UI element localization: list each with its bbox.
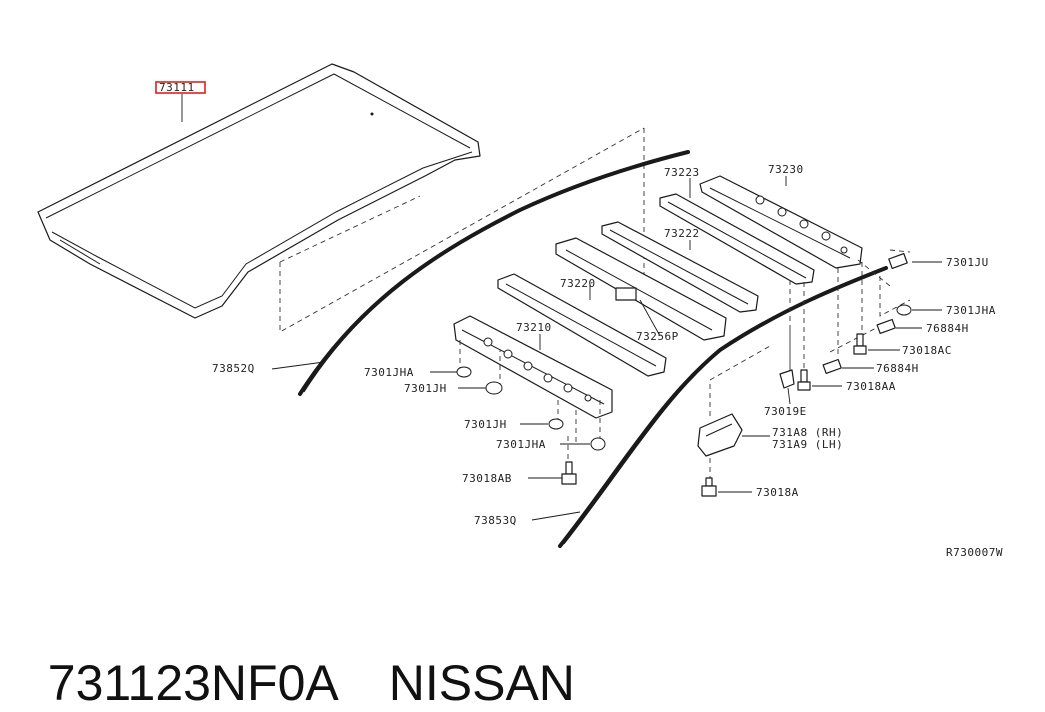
bow-73222: [601, 221, 759, 313]
label-731a8: 731A8 (RH): [772, 426, 843, 439]
rail-73230: [699, 175, 863, 269]
label-73018aa: 73018AA: [846, 380, 896, 393]
grommet-7301jha-r: [896, 304, 912, 316]
label-76884h-b: 76884H: [876, 362, 919, 375]
header-73210: [453, 315, 613, 419]
label-7301jha-r: 7301JHA: [946, 304, 996, 317]
label-73256p: 73256P: [636, 330, 679, 343]
bolt-73018ac: [853, 333, 867, 355]
pad-76884h-a: [876, 318, 896, 335]
guide-dashes: [459, 249, 911, 480]
roof-panel: [37, 63, 481, 319]
label-73018ab: 73018AB: [462, 472, 512, 485]
grommet-7301jh-l1: [485, 381, 503, 395]
label-73018ac: 73018AC: [902, 344, 952, 357]
label-73230: 73230: [768, 163, 804, 176]
label-7301ju: 7301JU: [946, 256, 989, 269]
label-76884h-a: 76884H: [926, 322, 969, 335]
bow-73256p: [555, 237, 727, 341]
clip-73019e: [779, 369, 795, 389]
brand-name: NISSAN: [388, 655, 575, 711]
label-7301jh-l2: 7301JH: [464, 418, 507, 431]
label-731a9: 731A9 (LH): [772, 438, 843, 451]
pad-76884h-b: [822, 358, 842, 375]
label-73852q: 73852Q: [212, 362, 255, 375]
label-73222: 73222: [664, 227, 700, 240]
bolt-73018a: [701, 477, 717, 497]
part-caption: 731123NF0A NISSAN: [20, 596, 575, 712]
bracket-731a8: [697, 413, 743, 457]
part-number: 731123NF0A: [47, 655, 339, 711]
label-73210: 73210: [516, 321, 552, 334]
label-73019e: 73019E: [764, 405, 807, 418]
bow-73220: [497, 273, 667, 377]
label-73111: 73111: [159, 81, 195, 94]
parts-diagram: 73111: [37, 63, 1003, 559]
label-73220: 73220: [560, 277, 596, 290]
bolt-73018ab: [561, 461, 577, 485]
grommet-7301jh-l2: [548, 418, 564, 430]
projection-dashes: [279, 127, 645, 333]
leader-lines: [271, 176, 942, 521]
bolt-73018aa: [797, 369, 811, 391]
reference-code: R730007W: [946, 546, 1003, 559]
label-73223: 73223: [664, 166, 700, 179]
label-7301jh-l1: 7301JH: [404, 382, 447, 395]
label-7301jha-l1: 7301JHA: [364, 366, 414, 379]
roof-panel-label-box: [155, 81, 206, 94]
grommet-7301jha-l1: [456, 366, 472, 378]
moulding-73853q: [558, 266, 888, 548]
grommet-7301jha-l2: [590, 437, 606, 451]
label-7301jha-l2: 7301JHA: [496, 438, 546, 451]
bow-73223: [659, 193, 815, 285]
label-73853q: 73853Q: [474, 514, 517, 527]
label-73018a: 73018A: [756, 486, 799, 499]
clip-7301ju: [888, 252, 908, 270]
